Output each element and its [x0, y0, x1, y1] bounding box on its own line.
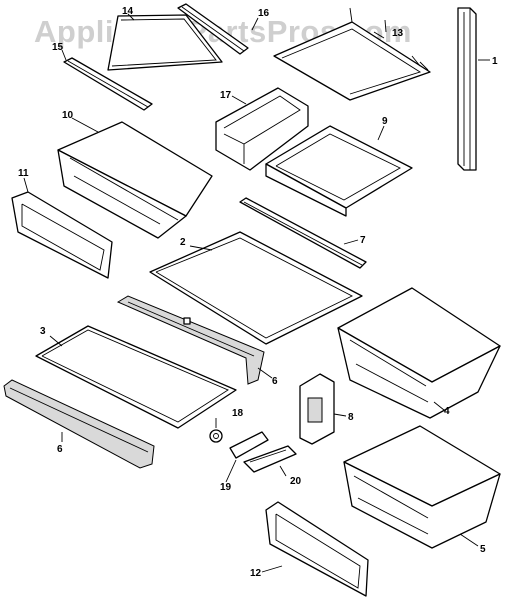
- callout-7: 7: [360, 235, 366, 246]
- callout-6-upper: 6: [272, 376, 278, 387]
- part-20-cover: [243, 445, 297, 473]
- part-6-trim-upper: [116, 295, 265, 385]
- leader-lines: [23, 13, 490, 573]
- callout-20: 20: [290, 476, 302, 487]
- part-10-drawer: [57, 121, 213, 239]
- callout-13: 13: [392, 28, 404, 39]
- callout-12: 12: [250, 568, 262, 579]
- callout-10: 10: [62, 110, 74, 121]
- callout-18: 18: [232, 408, 244, 419]
- callout-3: 3: [40, 326, 46, 337]
- part-6-trim-lower: [3, 379, 155, 469]
- part-9-shelf: [265, 125, 413, 217]
- part-11-front: [11, 191, 113, 279]
- part-13-shelf: [273, 7, 431, 101]
- part-2-shelf: [149, 231, 363, 345]
- part-17-bracket: [215, 87, 309, 171]
- callout-5: 5: [480, 544, 486, 555]
- callout-8: 8: [348, 412, 354, 423]
- callout-11: 11: [18, 168, 29, 179]
- part-3-shelf: [35, 325, 237, 429]
- callout-4: 4: [444, 406, 450, 417]
- callout-16: 16: [258, 8, 270, 19]
- part-16-trim: [177, 3, 249, 55]
- callout-15: 15: [52, 42, 64, 53]
- callout-14: 14: [122, 6, 134, 17]
- part-1-rail: [457, 7, 477, 171]
- part-19-slide: [229, 431, 269, 459]
- part-4-drawer: [337, 287, 501, 419]
- callout-9: 9: [382, 116, 388, 127]
- part-8-control: [299, 373, 335, 445]
- callout-19: 19: [220, 482, 232, 493]
- part-15-trim: [63, 57, 153, 111]
- part-18-knob: [209, 429, 223, 443]
- callout-1: 1: [492, 56, 498, 67]
- part-7-trim: [239, 197, 367, 269]
- part-14-shelf: [107, 14, 223, 71]
- callout-6-lower: 6: [57, 444, 63, 455]
- part-5-drawer: [343, 425, 501, 549]
- callout-2: 2: [180, 237, 186, 248]
- callout-17: 17: [220, 90, 232, 101]
- part-12-front: [265, 501, 369, 597]
